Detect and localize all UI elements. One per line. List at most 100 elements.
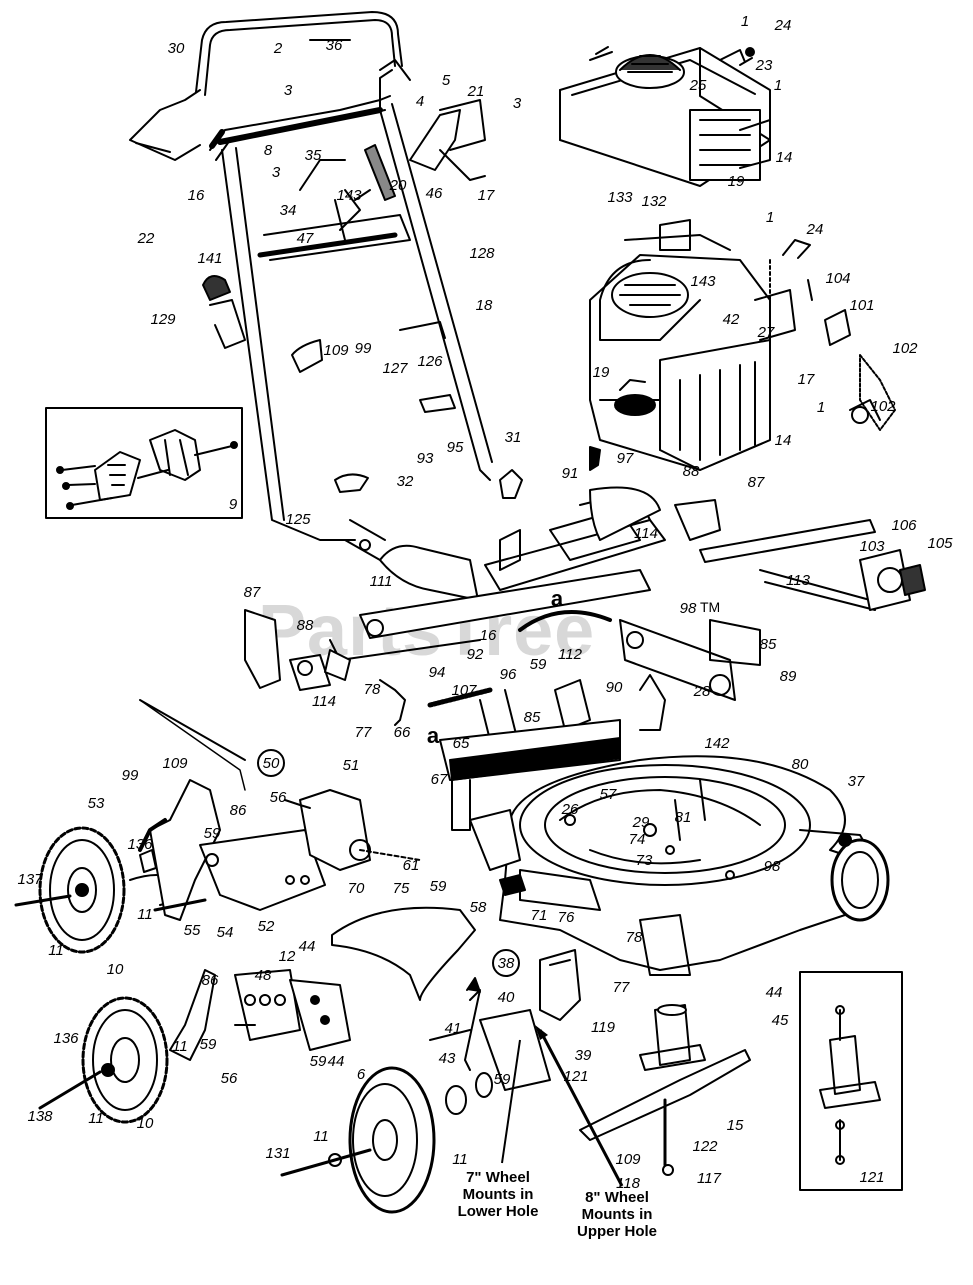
part-label-143: 143 <box>690 273 716 290</box>
part-label-78: 78 <box>626 929 643 946</box>
part-label-86: 86 <box>202 972 219 989</box>
part-label-105: 105 <box>927 535 953 552</box>
part-label-77: 77 <box>613 979 630 996</box>
part-label-132: 132 <box>641 193 667 210</box>
part-label-45: 45 <box>772 1012 789 1029</box>
part-label-88: 88 <box>297 617 314 634</box>
inset-control-bracket <box>45 407 243 519</box>
engine-lower <box>589 254 796 471</box>
inset-blade-adapter <box>799 971 903 1191</box>
callout-a2: a <box>427 723 440 748</box>
part-label-10: 10 <box>137 1115 154 1132</box>
part-label-106: 106 <box>891 517 917 534</box>
wheel-bracket-lower <box>429 949 581 1091</box>
part-label-53: 53 <box>88 795 105 812</box>
engine-upper <box>559 46 771 187</box>
part-label-47: 47 <box>297 230 314 247</box>
part-label-11: 11 <box>48 942 64 959</box>
part-label-109: 109 <box>323 342 349 359</box>
part-label-59: 59 <box>310 1053 327 1070</box>
part-label-103: 103 <box>859 538 885 555</box>
part-label-141: 141 <box>197 250 222 267</box>
part-label-52: 52 <box>258 918 275 935</box>
part-label-51: 51 <box>343 757 360 774</box>
part-label-1: 1 <box>817 399 825 416</box>
part-label-81: 81 <box>675 809 692 826</box>
part-label-31: 31 <box>505 429 522 446</box>
part-label-44: 44 <box>328 1053 345 1070</box>
part-label-121: 121 <box>563 1068 588 1085</box>
part-label-70: 70 <box>348 880 365 897</box>
part-label-29: 29 <box>632 814 650 831</box>
part-label-95: 95 <box>447 439 464 456</box>
part-label-121: 121 <box>859 1169 884 1186</box>
part-label-117: 117 <box>697 1170 722 1187</box>
part-label-92: 92 <box>467 646 484 663</box>
part-label-136: 136 <box>127 836 153 853</box>
part-label-14: 14 <box>776 149 793 166</box>
part-label-11: 11 <box>172 1038 188 1055</box>
callout-c50: 50 <box>263 755 280 772</box>
part-label-32: 32 <box>397 473 414 490</box>
part-label-4: 4 <box>416 93 424 110</box>
part-label-77: 77 <box>355 724 372 741</box>
part-label-88: 88 <box>683 463 700 480</box>
part-label-104: 104 <box>825 270 850 287</box>
part-label-48: 48 <box>255 967 272 984</box>
part-label-97: 97 <box>617 450 634 467</box>
cap-8-line-1: 8" Wheel <box>585 1189 649 1206</box>
part-label-137: 137 <box>17 871 43 888</box>
part-label-109: 109 <box>615 1151 641 1168</box>
part-label-19: 19 <box>728 173 745 190</box>
part-label-21: 21 <box>467 83 485 100</box>
part-label-6: 6 <box>357 1066 366 1083</box>
part-label-61: 61 <box>403 857 420 874</box>
part-label-2: 2 <box>273 40 283 57</box>
part-label-76: 76 <box>558 909 575 926</box>
part-label-12: 12 <box>279 948 296 965</box>
part-label-5: 5 <box>442 72 451 89</box>
part-label-56: 56 <box>270 789 287 806</box>
part-label-119: 119 <box>591 1019 616 1036</box>
part-label-86: 86 <box>230 802 247 819</box>
part-label-14: 14 <box>775 432 792 449</box>
part-label-114: 114 <box>312 693 336 710</box>
part-label-11: 11 <box>313 1128 329 1145</box>
part-label-131: 131 <box>265 1145 290 1162</box>
part-label-40: 40 <box>498 989 515 1006</box>
rear-flap <box>331 906 476 1001</box>
part-label-24: 24 <box>774 17 792 34</box>
rear-wheel-upper <box>14 699 421 954</box>
part-label-66: 66 <box>394 724 411 741</box>
part-label-59: 59 <box>530 656 547 673</box>
cap-8-line-3: Upper Hole <box>577 1223 657 1240</box>
part-label-126: 126 <box>417 353 443 370</box>
part-label-99: 99 <box>355 340 372 357</box>
part-label-3: 3 <box>284 82 293 99</box>
blade-assembly <box>579 1004 751 1176</box>
part-label-11: 11 <box>88 1110 104 1127</box>
part-label-91: 91 <box>562 465 579 482</box>
part-label-122: 122 <box>692 1138 718 1155</box>
part-label-136: 136 <box>53 1030 79 1047</box>
part-label-39: 39 <box>575 1047 592 1064</box>
part-label-87: 87 <box>748 474 765 491</box>
part-label-67: 67 <box>431 771 448 788</box>
cap-7-line-3: Lower Hole <box>458 1203 539 1220</box>
part-label-143: 143 <box>336 187 362 204</box>
part-label-34: 34 <box>280 202 297 219</box>
part-label-36: 36 <box>326 37 343 54</box>
part-label-24: 24 <box>806 221 824 238</box>
part-label-11: 11 <box>452 1151 468 1168</box>
callout-circle-50 <box>257 749 285 777</box>
callout-c38: 38 <box>498 955 515 972</box>
part-label-57: 57 <box>600 786 617 803</box>
callout-markers: a a 50 38 <box>257 586 564 977</box>
part-label-127: 127 <box>382 360 408 377</box>
callout-a1: a <box>551 586 564 611</box>
part-label-42: 42 <box>723 311 740 328</box>
callout-circle-38 <box>492 949 520 977</box>
part-label-1: 1 <box>766 209 774 226</box>
